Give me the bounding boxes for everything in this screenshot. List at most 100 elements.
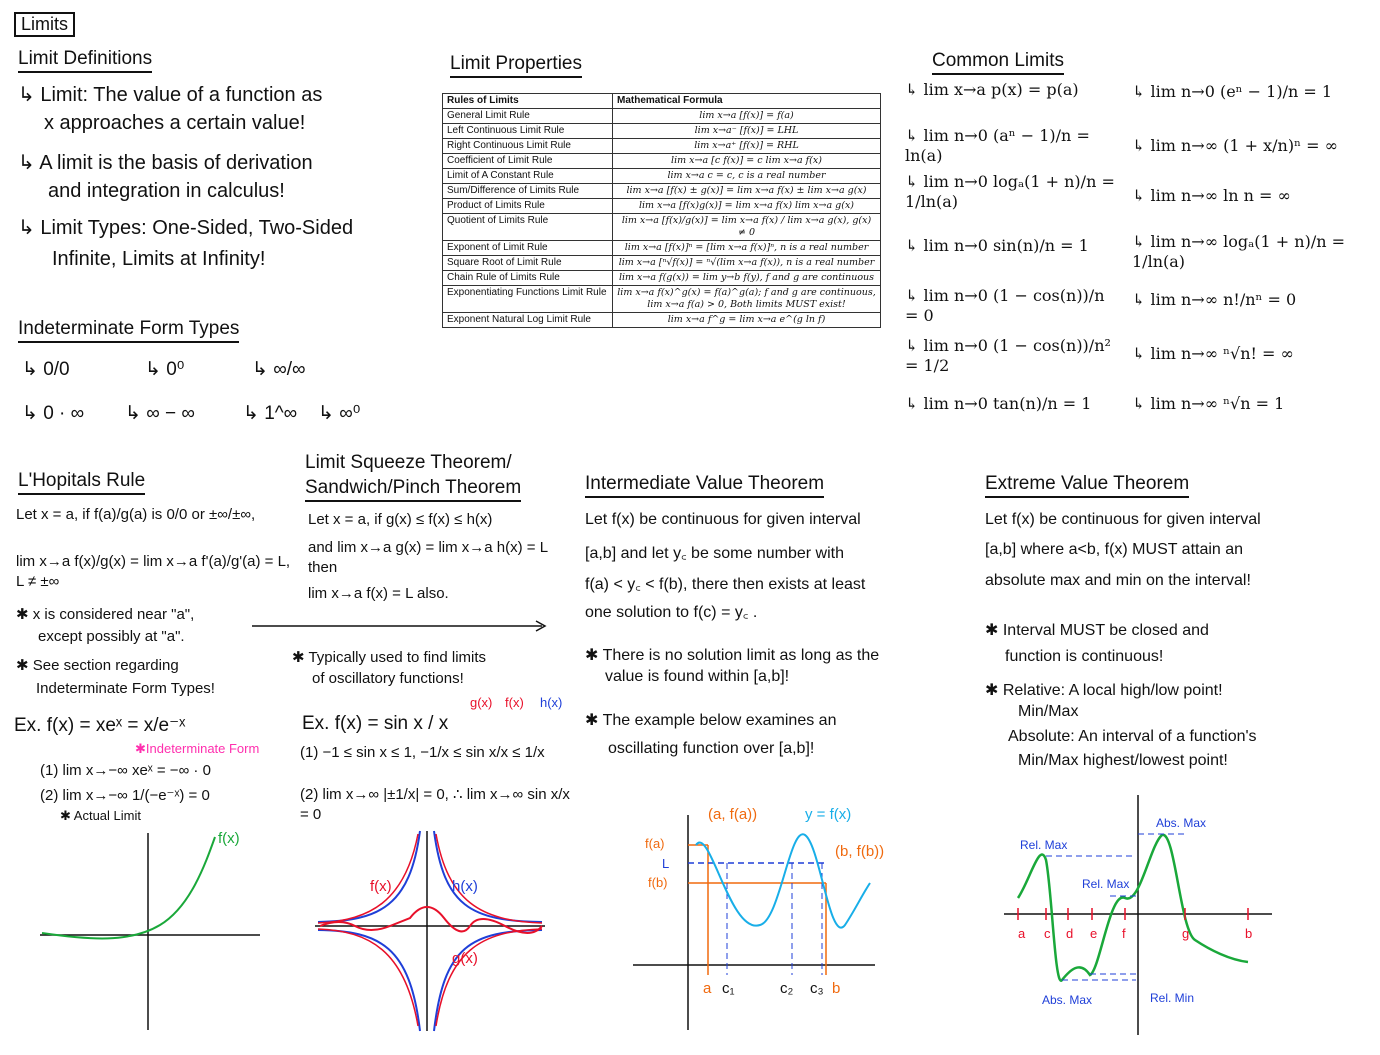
graph-f-label: f(x)	[370, 878, 392, 895]
rule-name: Coefficient of Limit Rule	[442, 153, 613, 169]
y-label-L: L	[662, 856, 670, 871]
definition-line: ↳ Limit: The value of a function as	[18, 84, 323, 106]
x-label: a	[1018, 926, 1026, 941]
squeeze-line: lim x→a f(x) = L also.	[308, 585, 449, 602]
y-label-fa: f(a)	[645, 836, 665, 851]
ivt-line: oscillating function over [a,b]!	[608, 740, 815, 757]
squeeze-line: and lim x→a g(x) = lim x→a h(x) = L then	[308, 539, 548, 576]
ivt-line: Let f(x) be continuous for given interva…	[585, 511, 861, 528]
common-limit-right: ↳ lim n→∞ logₐ(1 + n)/n = 1/ln(a)	[1132, 232, 1346, 271]
common-limit-right: ↳ lim n→∞ ln n = ∞	[1132, 186, 1291, 205]
rule-name: Square Root of Limit Rule	[442, 255, 613, 271]
graph-h-label: h(x)	[452, 878, 478, 895]
ivt-line: ✱ The example below examines an	[585, 712, 837, 729]
evt-line: Min/Max highest/lowest point!	[1018, 752, 1228, 769]
rule-name: Left Continuous Limit Rule	[442, 123, 613, 139]
fx-curve	[41, 836, 216, 940]
rule-formula: lim x→a f(x)^g(x) = f(a)^g(a); f and g a…	[612, 285, 881, 313]
ivt-line: f(a) < y꜀ < f(b), there then exists at l…	[585, 576, 866, 593]
common-limit-right: ↳ lim n→∞ ⁿ√n! = ∞	[1132, 344, 1294, 363]
squeeze-graph	[315, 830, 545, 1032]
rule-formula: lim x→a f^g = lim x→a e^(g ln f)	[612, 312, 881, 328]
form-item: ↳ ∞ − ∞	[125, 403, 195, 424]
squeeze-example: Ex. f(x) = sin x / x	[302, 713, 449, 734]
form-item: ↳ 1^∞	[243, 403, 298, 424]
evt-line: ✱ Relative: A local high/low point!	[985, 682, 1223, 699]
definition-line: Infinite, Limits at Infinity!	[52, 248, 266, 270]
rule-formula: lim x→a [f(x)]ⁿ = [lim x→a f(x)]ⁿ, n is …	[612, 240, 881, 256]
definition-line: and integration in calculus!	[48, 180, 285, 202]
rule-formula: lim x→a [f(x)g(x)] = lim x→a f(x) lim x→…	[612, 198, 881, 214]
actual-limit-note: ✱ Actual Limit	[60, 808, 141, 823]
common-limit-left: ↳ lim n→0 logₐ(1 + n)/n = 1/ln(a)	[905, 172, 1115, 211]
squeeze-heading-2: Sandwich/Pinch Theorem	[305, 477, 522, 502]
x-label: f	[1122, 926, 1126, 941]
fa-point-label: (a, f(a))	[708, 806, 758, 823]
squeeze-note: of oscillatory functions!	[312, 670, 464, 687]
ivt-line: value is found within [a,b]!	[605, 668, 790, 685]
evt-line: absolute max and min on the interval!	[985, 572, 1251, 589]
rule-name: Product of Limits Rule	[442, 198, 613, 214]
fx-label: f(x)	[218, 830, 240, 847]
evt-line: ✱ Interval MUST be closed and	[985, 622, 1209, 639]
ivt-line: one solution to f(c) = y꜀ .	[585, 604, 758, 621]
common-limit-left: ↳ lim n→0 (1 − cos(n))/n = 0	[905, 286, 1105, 325]
lhopital-example-step: (1) lim x→−∞ xeˣ = −∞ · 0	[40, 762, 211, 779]
rel-max-label: Rel. Max	[1020, 838, 1068, 852]
rule-name: Right Continuous Limit Rule	[442, 138, 613, 154]
x-label: d	[1066, 926, 1074, 941]
evt-line: Min/Max	[1018, 703, 1079, 720]
page-title: Limits	[14, 12, 76, 37]
x-label: g	[1182, 926, 1190, 941]
squeeze-note: ✱ Typically used to find limits	[292, 649, 487, 666]
curve-label: y = f(x)	[805, 806, 852, 823]
definition-line: x approaches a certain value!	[44, 112, 306, 134]
common-limit-right: ↳ lim n→0 (eⁿ − 1)/n = 1	[1132, 82, 1333, 101]
rule-formula: lim x→a [f(x)] = f(a)	[612, 108, 881, 124]
rule-formula: lim x→a⁻ [f(x)] = LHL	[612, 123, 881, 139]
lhopital-example-step: (2) lim x→−∞ 1/(−e⁻ˣ) = 0	[40, 787, 210, 804]
evt-graph	[1004, 795, 1272, 1035]
x-label: b	[832, 980, 841, 997]
rule-formula: lim x→a [ⁿ√f(x)] = ⁿ√(lim x→a f(x)), n i…	[612, 255, 881, 271]
rule-name: Exponentiating Functions Limit Rule	[442, 285, 613, 313]
form-item: ↳ 0 · ∞	[22, 403, 85, 424]
definition-line: ↳ Limit Types: One-Sided, Two-Sided	[18, 217, 354, 239]
evt-heading: Extreme Value Theorem	[985, 473, 1190, 498]
rule-name: Quotient of Limits Rule	[442, 213, 613, 241]
indeterminate-note: ✱Indeterminate Form	[135, 741, 260, 756]
common-limit-left: ↳ lim n→0 (aⁿ − 1)/n = ln(a)	[905, 126, 1090, 165]
indeterminate-heading: Indeterminate Form Types	[18, 318, 240, 343]
ivt-graph	[633, 815, 875, 1030]
lhopital-heading: L'Hopitals Rule	[18, 470, 146, 495]
rule-name: Exponent of Limit Rule	[442, 240, 613, 256]
lhopital-line: ✱ x is considered near "a",	[16, 606, 195, 623]
squeeze-heading-1: Limit Squeeze Theorem/	[305, 452, 512, 473]
common-limits-heading: Common Limits	[932, 50, 1064, 75]
rule-formula: lim x→a⁺ [f(x)] = RHL	[612, 138, 881, 154]
column-header: Rules of Limits	[442, 93, 613, 109]
lhopital-line: ✱ See section regarding	[16, 657, 179, 674]
common-limit-left: ↳ lim x→a p(x) = p(a)	[905, 80, 1079, 99]
lhopital-line: Indeterminate Form Types!	[36, 680, 215, 697]
rule-name: Exponent Natural Log Limit Rule	[442, 312, 613, 328]
evt-line: function is continuous!	[1005, 648, 1164, 665]
x-label: c₂	[780, 980, 794, 997]
f-label: f(x)	[505, 695, 524, 710]
rel-max-label-2: Rel. Max	[1082, 877, 1130, 891]
h-label: h(x)	[540, 695, 563, 710]
lhopital-line: lim x→a f(x)/g(x) = lim x→a f'(a)/g'(a) …	[16, 553, 291, 590]
properties-heading: Limit Properties	[450, 53, 582, 78]
common-limit-left: ↳ lim n→0 (1 − cos(n))/n² = 1/2	[905, 336, 1111, 375]
